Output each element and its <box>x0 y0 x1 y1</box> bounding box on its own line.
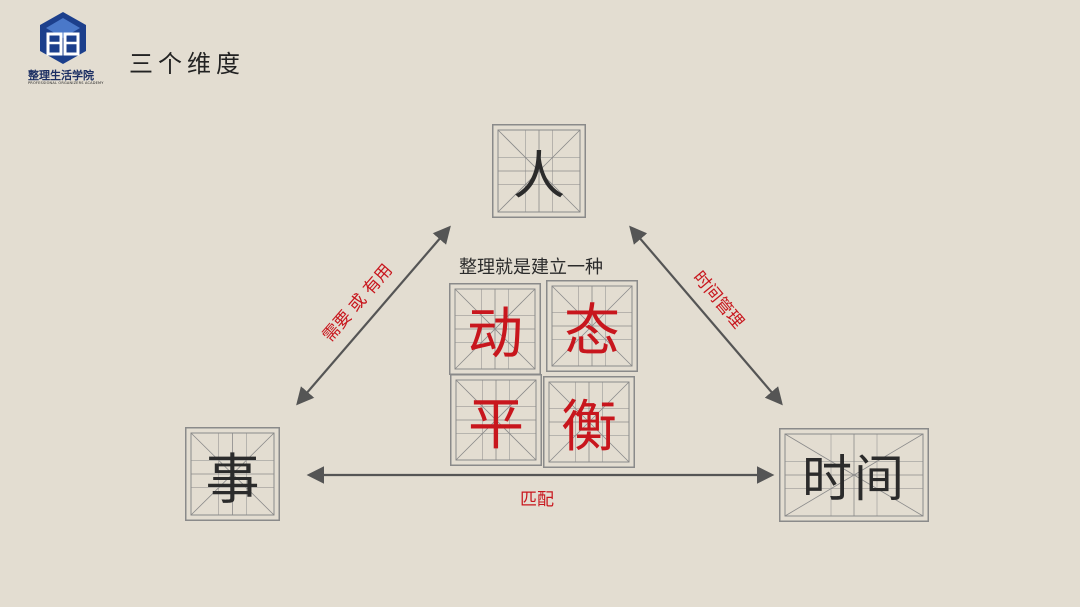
node-matter: 事 <box>185 427 280 521</box>
node-time-label: 时间 <box>802 450 906 508</box>
logo-subtitle: PROFESSIONAL ORGANIZERS ACADEMY <box>28 81 104 85</box>
center-char-1: 动 <box>449 283 541 375</box>
center-char-4-label: 衡 <box>561 394 617 460</box>
logo-name: 整理生活学院 <box>28 69 94 82</box>
grid-frame <box>185 427 280 521</box>
center-char-3-label: 平 <box>468 392 524 458</box>
center-char-4: 衡 <box>543 376 635 468</box>
edge-label-matter-time: 匹配 <box>520 490 554 510</box>
node-time: 时间 <box>779 428 929 522</box>
arrow-person-time <box>629 225 783 406</box>
grid-frame <box>779 428 929 522</box>
grid-frame <box>543 376 635 468</box>
node-person: 人 <box>492 124 586 218</box>
grid-frame <box>450 374 542 466</box>
slide-title: 三个维度 <box>129 50 245 78</box>
node-person-label: 人 <box>512 146 565 207</box>
node-matter-label: 事 <box>205 447 260 511</box>
academy-logo-icon <box>40 12 86 64</box>
center-char-2-label: 态 <box>564 298 620 364</box>
center-char-2: 态 <box>546 280 638 372</box>
grid-frame <box>492 124 586 218</box>
center-char-1-label: 动 <box>467 301 523 367</box>
center-intro: 整理就是建立一种 <box>459 257 603 278</box>
grid-frame <box>546 280 638 372</box>
center-char-3: 平 <box>450 374 542 466</box>
arrow-person-matter <box>296 225 451 406</box>
